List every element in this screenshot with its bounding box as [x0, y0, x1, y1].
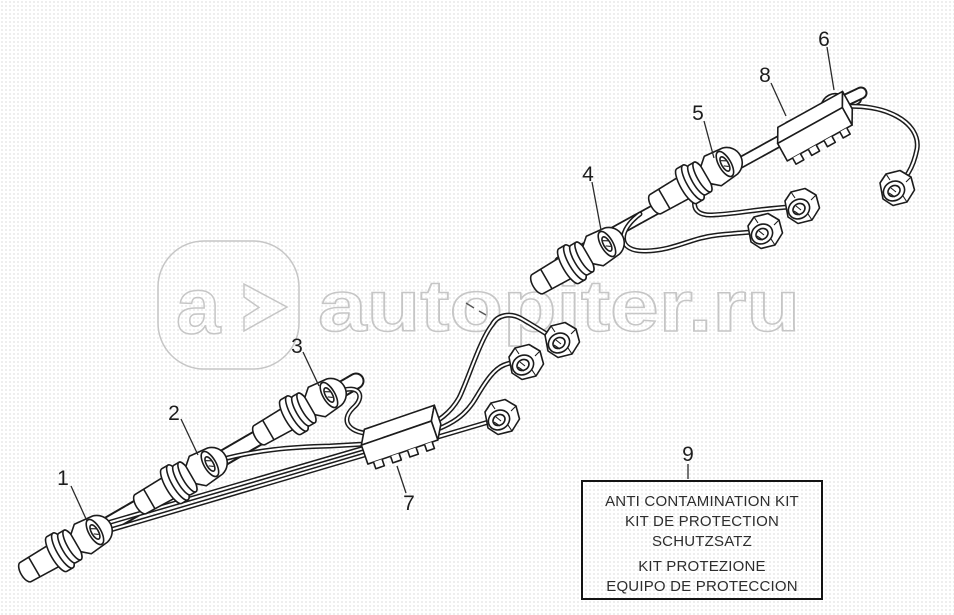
kit-box: ANTI CONTAMINATION KIT KIT DE PROTECTION…	[581, 480, 823, 600]
callout-2-leader	[180, 418, 199, 456]
upper-pipe-assembly	[522, 90, 917, 305]
injector-fitting-1	[10, 505, 121, 593]
callout-7-label: 7	[403, 492, 415, 515]
kit-box-line-es: EQUIPO DE PROTECCION	[606, 578, 798, 595]
pipe-nut-lower-a	[507, 343, 545, 381]
injector-fitting-3	[244, 368, 355, 456]
callouts: 1 2 3 4 5 6 7 8 9	[57, 28, 835, 522]
callout-1-label: 1	[57, 467, 69, 490]
sketch-artifact	[465, 302, 487, 316]
pipe-nut-upper-b	[783, 187, 821, 225]
pipe-nut-upper-c	[878, 169, 916, 207]
pipe-clamp-8	[770, 90, 864, 168]
pipe-clamp-7	[355, 404, 449, 472]
pipe-nut-lower-b	[543, 321, 581, 359]
kit-box-line-en: ANTI CONTAMINATION KIT	[605, 493, 799, 510]
callout-7-leader	[396, 465, 407, 494]
pipe-nut-lower-c	[483, 398, 521, 436]
callout-6-leader	[826, 46, 835, 91]
watermark-logo-box	[157, 240, 300, 370]
watermark-logo-letter: a	[176, 261, 221, 350]
callout-3-leader	[302, 351, 320, 387]
callout-1-leader	[70, 485, 88, 522]
callout-5-leader	[703, 120, 715, 159]
chevron-right-icon	[243, 282, 289, 333]
callout-3-label: 3	[291, 335, 303, 358]
kit-box-line-fr: KIT DE PROTECTION	[625, 513, 779, 530]
pipe-nut-upper-a	[746, 212, 784, 250]
callout-5-label: 5	[692, 102, 704, 125]
callout-2-label: 2	[168, 402, 180, 425]
callout-8-label: 8	[759, 64, 771, 87]
callout-8-leader	[770, 82, 787, 117]
callout-4-label: 4	[582, 163, 594, 186]
callout-9-label: 9	[682, 443, 694, 466]
callout-4-leader	[591, 181, 602, 231]
callout-6-label: 6	[818, 28, 830, 51]
kit-box-line-it: KIT PROTEZIONE	[638, 558, 766, 575]
kit-box-line-de: SCHUTZSATZ	[651, 533, 753, 550]
